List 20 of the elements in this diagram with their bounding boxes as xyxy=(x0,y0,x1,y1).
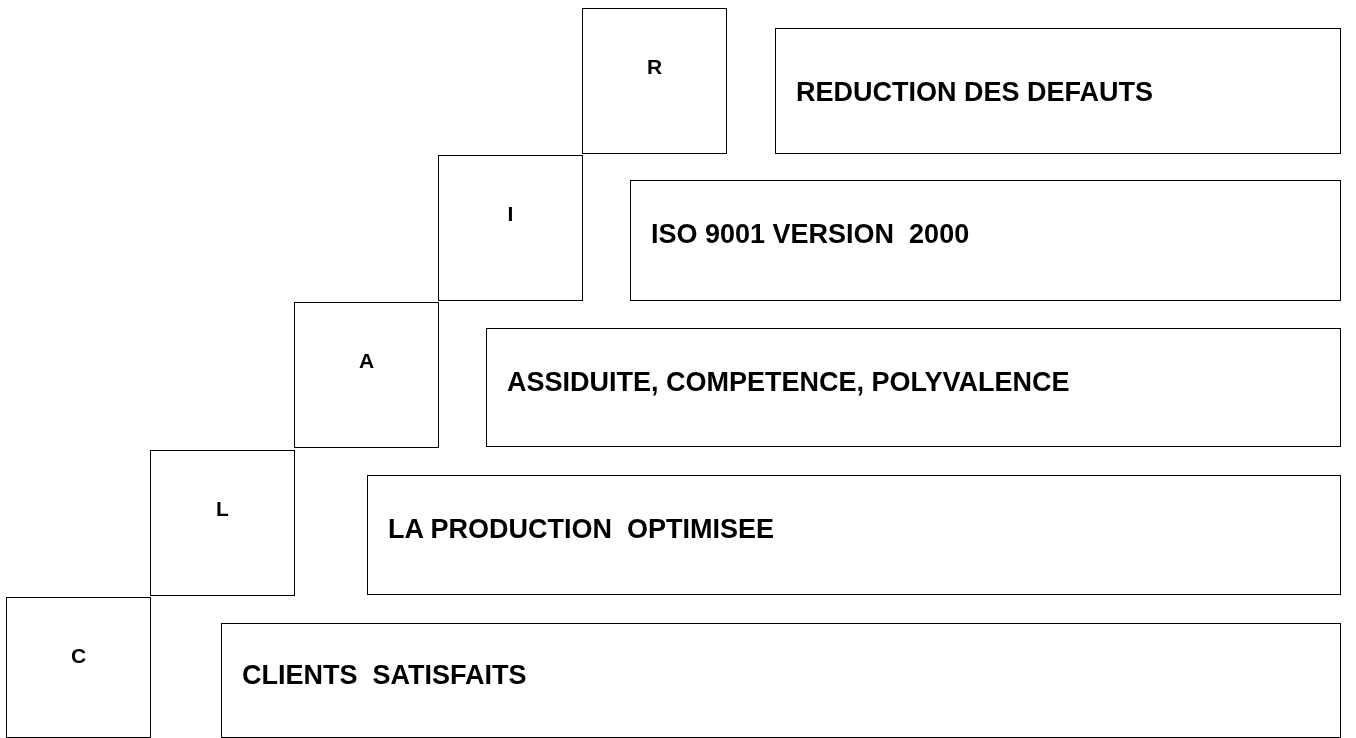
step-box xyxy=(367,475,1341,595)
step-box xyxy=(221,623,1341,738)
step-label: REDUCTION DES DEFAUTS xyxy=(796,77,1154,108)
step-box xyxy=(486,328,1341,447)
letter-box xyxy=(438,155,583,301)
letter-label: L xyxy=(215,497,230,521)
letter-label: R xyxy=(645,55,664,79)
step-label: ISO 9001 VERSION 2000 xyxy=(651,219,970,250)
letter-box xyxy=(582,8,727,154)
letter-label: A xyxy=(357,349,376,373)
letter-box xyxy=(6,597,151,738)
step-label: ASSIDUITE, COMPETENCE, POLYVALENCE xyxy=(507,367,1070,398)
letter-box xyxy=(294,302,439,448)
letter-label: C xyxy=(69,644,88,668)
letter-label: I xyxy=(506,202,515,226)
step-box xyxy=(630,180,1341,301)
step-label: CLIENTS SATISFAITS xyxy=(242,660,527,691)
step-label: LA PRODUCTION OPTIMISEE xyxy=(388,514,774,545)
letter-box xyxy=(150,450,295,596)
step-box xyxy=(775,28,1341,154)
